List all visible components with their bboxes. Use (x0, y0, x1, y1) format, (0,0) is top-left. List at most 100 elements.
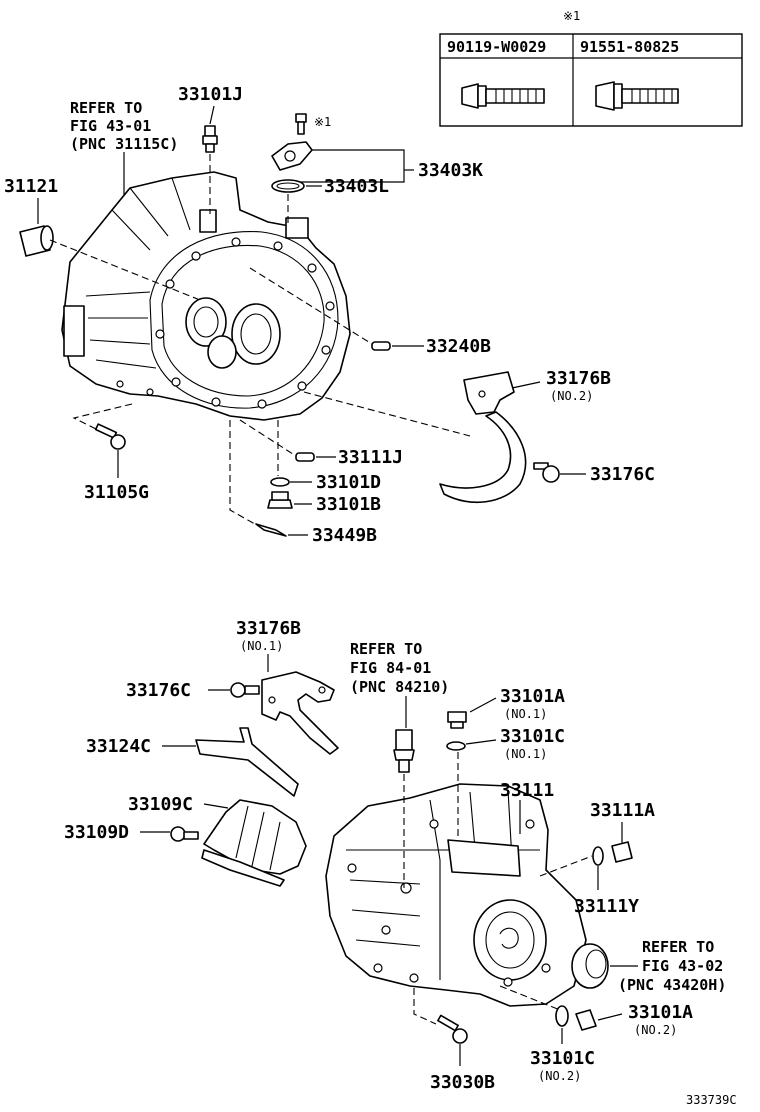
label-33176C-bottom: 33176C (126, 680, 191, 701)
bracket-no1-icon (261, 671, 339, 755)
label-33111J: 33111J (338, 447, 403, 468)
note-x1: ※1 (314, 115, 331, 129)
oil-seal-sleeve-icon (19, 225, 54, 257)
label-33101A-no1: 33101A (500, 686, 565, 707)
figure-id: 333739C (686, 1093, 737, 1107)
label-33101J: 33101J (178, 84, 243, 105)
part-33101D[interactable]: 33101D (316, 472, 381, 493)
sub-33101A-no1: (NO.1) (504, 707, 547, 721)
bolt-33109D-icon (170, 826, 199, 842)
part-33176B-no1[interactable]: 33176B (NO.1) (236, 618, 301, 653)
label-33109D: 33109D (64, 822, 129, 843)
ref3-line1: REFER TO (642, 938, 714, 956)
label-33111A: 33111A (590, 800, 655, 821)
bolt-31105G-icon (94, 423, 126, 450)
breather-plug-icon (202, 125, 218, 153)
part-33109D[interactable]: 33109D (64, 822, 129, 843)
part-33101A-no2[interactable]: 33101A (NO.2) (628, 1002, 693, 1037)
ref1-line2: FIG 43-01 (70, 117, 151, 135)
refer-to-fig-43-01[interactable]: REFER TO FIG 43-01 (PNC 31115C) (70, 99, 178, 153)
refer-to-fig-43-02[interactable]: REFER TO FIG 43-02 (PNC 43420H) (618, 938, 726, 994)
part-33101J[interactable]: 33101J (178, 84, 243, 105)
transaxle-case-illustration (325, 783, 587, 1007)
refer-to-fig-84-01[interactable]: REFER TO FIG 84-01 (PNC 84210) (350, 640, 449, 696)
bolt-table: ※1 90119-W0029 91551-80825 (439, 9, 743, 127)
ref3-line3: (PNC 43420H) (618, 976, 726, 994)
part-33176C-bottom[interactable]: 33176C (126, 680, 191, 701)
ref1-line1: REFER TO (70, 99, 142, 117)
part-33111A[interactable]: 33111A (590, 800, 655, 821)
bolt-33176C-icon (533, 462, 560, 483)
table-col1-header: 90119-W0029 (447, 38, 546, 56)
cover-33109C-icon (201, 799, 307, 887)
label-33111Y: 33111Y (574, 896, 639, 917)
bolt-33030B-icon (437, 1014, 468, 1044)
part-33403K[interactable]: 33403K (418, 160, 483, 181)
sub-33101C-no1: (NO.1) (504, 747, 547, 761)
part-33176B-no2[interactable]: 33176B (NO.2) (546, 368, 611, 403)
label-33030B: 33030B (430, 1072, 495, 1093)
bolt-33176C-bottom-icon (230, 682, 260, 698)
label-33403L: 33403L (324, 176, 389, 197)
part-33101C-no1[interactable]: 33101C (NO.1) (500, 726, 565, 761)
label-33101A-no2: 33101A (628, 1002, 693, 1023)
part-31121[interactable]: 31121 (4, 176, 58, 197)
label-33101C-no2: 33101C (530, 1048, 595, 1069)
part-33109C[interactable]: 33109C (128, 794, 193, 815)
speed-sensor-icon (393, 729, 415, 773)
sub-33176B-top: (NO.2) (550, 389, 593, 403)
label-33124C: 33124C (86, 736, 151, 757)
gasket-33101D-icon (270, 477, 290, 487)
table-note-mark: ※1 (563, 9, 580, 23)
hex-bolt-icon (595, 81, 679, 111)
label-33101D: 33101D (316, 472, 381, 493)
part-33403L[interactable]: 33403L (324, 176, 389, 197)
part-33030B[interactable]: 33030B (430, 1072, 495, 1093)
plug-33101B-icon (267, 491, 293, 509)
label-33403K: 33403K (418, 160, 483, 181)
gasket-33101C-icon (446, 741, 466, 751)
oil-seal-icon (571, 943, 609, 989)
part-33124C[interactable]: 33124C (86, 736, 151, 757)
sub-33101C-no2: (NO.2) (538, 1069, 581, 1083)
label-33176B-bottom: 33176B (236, 618, 301, 639)
part-33176C-top[interactable]: 33176C (590, 464, 655, 485)
bracket-no2-icon (439, 371, 527, 504)
gasket-plate-33124C-icon (195, 727, 299, 797)
shift-lever-housing-icon (271, 141, 313, 171)
part-33101B[interactable]: 33101B (316, 494, 381, 515)
part-33111[interactable]: 33111 (500, 780, 554, 801)
ref2-line2: FIG 84-01 (350, 659, 431, 677)
label-33101B: 33101B (316, 494, 381, 515)
part-33101A-no1[interactable]: 33101A (NO.1) (500, 686, 565, 721)
part-33449B[interactable]: 33449B (312, 525, 377, 546)
o-ring-33403L-icon (271, 179, 305, 193)
gasket-33101C-no2-icon (555, 1005, 569, 1027)
part-33111J[interactable]: 33111J (338, 447, 403, 468)
part-33101C-no2[interactable]: 33101C (NO.2) (530, 1048, 595, 1083)
label-33176C-top: 33176C (590, 464, 655, 485)
label-33449B: 33449B (312, 525, 377, 546)
plug-33101A-no2-icon (575, 1009, 597, 1031)
table-col2-header: 91551-80825 (580, 38, 679, 56)
label-33109C: 33109C (128, 794, 193, 815)
part-33240B[interactable]: 33240B (426, 336, 491, 357)
gasket-33111Y-icon (592, 846, 604, 866)
part-31105G[interactable]: 31105G (84, 482, 149, 503)
label-33101C-no1: 33101C (500, 726, 565, 747)
label-33176B-top: 33176B (546, 368, 611, 389)
pin-33111J-icon (295, 452, 315, 462)
part-33111Y[interactable]: 33111Y (574, 896, 639, 917)
bolt-x1-icon (295, 113, 307, 135)
flange-bolt-icon (461, 83, 545, 109)
ref1-line3: (PNC 31115C) (70, 135, 178, 153)
sub-33176B-bottom: (NO.1) (240, 639, 283, 653)
plug-33111A-icon (611, 841, 633, 863)
gasket-33449B-icon (255, 523, 287, 537)
label-31121: 31121 (4, 176, 58, 197)
label-33111: 33111 (500, 780, 554, 801)
ref3-line2: FIG 43-02 (642, 957, 723, 975)
ref2-line3: (PNC 84210) (350, 678, 449, 696)
sub-33101A-no2: (NO.2) (634, 1023, 677, 1037)
